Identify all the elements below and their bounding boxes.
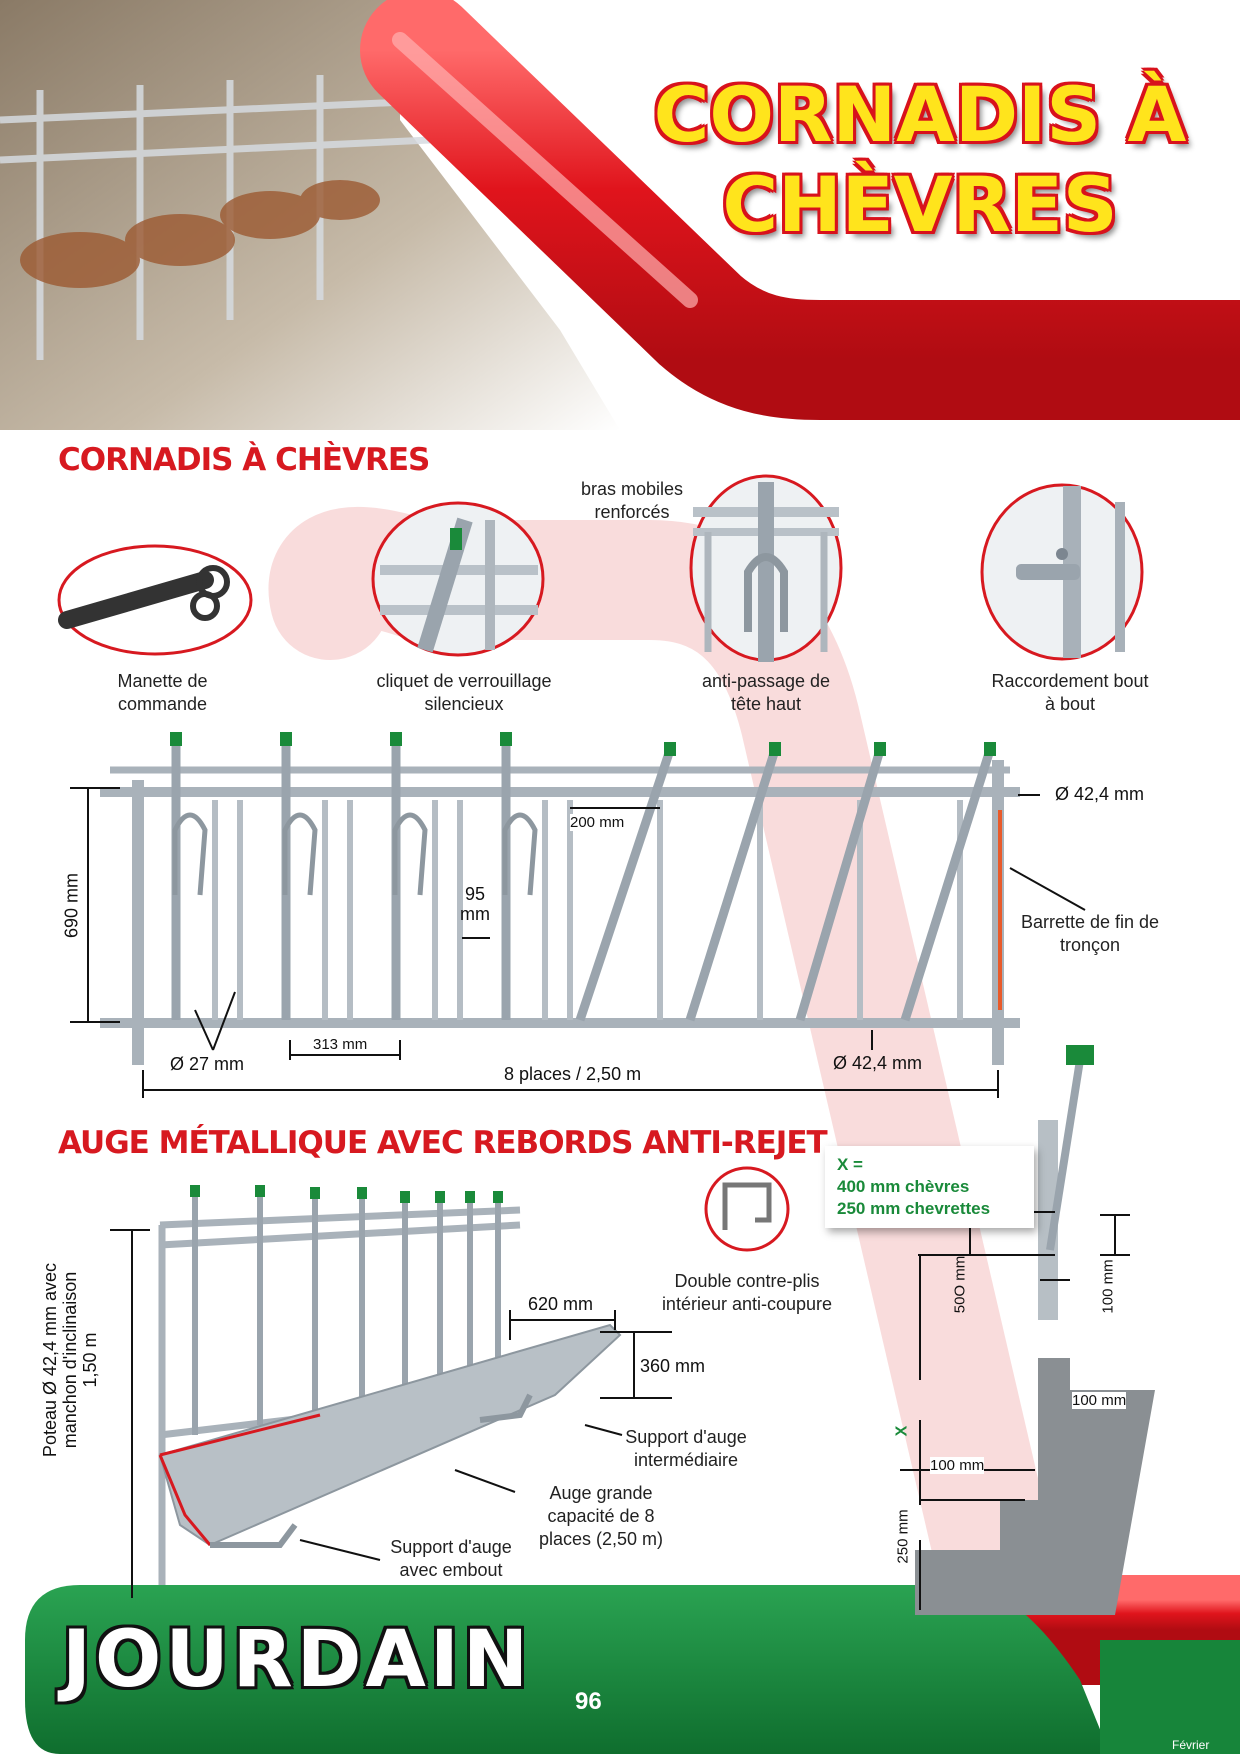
caption-anti-passage: anti-passage de tête haut (701, 671, 831, 714)
section-title-auge: AUGE MÉTALLIQUE AVEC REBORDS ANTI-REJET (58, 1125, 828, 1161)
dim-pitch-313: 313 mm (313, 1036, 368, 1053)
dim-top-tube: Ø 42,4 mm (1055, 784, 1145, 804)
section-title-cornadis: CORNADIS À CHÈVRES (58, 442, 430, 478)
locking-latch-icon (371, 501, 545, 657)
handle-lever-icon (57, 544, 253, 656)
trough-dimension-lines (110, 1229, 672, 1598)
caption-support-mid: Support d'auge intermédiaire (625, 1427, 747, 1470)
label-post: Poteau Ø 42,4 mm avec manchon d'inclinai… (40, 1230, 100, 1490)
title-line-1: CORNADIS À (653, 70, 1187, 159)
label-post-line1: Poteau Ø 42,4 mm avec (40, 1262, 60, 1458)
page-number: 96 (575, 1688, 602, 1715)
dim-spacing-200: 200 mm (570, 814, 625, 831)
caption-support-end: Support d'auge avec embout (390, 1537, 512, 1580)
installation-diagram (900, 1045, 1155, 1615)
x-label: X (893, 1425, 911, 1437)
caption-trough: Auge grande capacité de 8 places (2,50 m… (538, 1483, 664, 1549)
caption-double-fold: Double contre-plis intérieur anti-coupur… (661, 1271, 833, 1314)
edition-month: Février (1172, 1738, 1210, 1752)
head-barrier-icon (689, 474, 843, 662)
dim-width-620: 620 mm (528, 1294, 594, 1314)
label-end-bar: Barrette de fin de tronçon (1020, 912, 1160, 955)
dim-gap-unit: mm (460, 904, 490, 924)
dim-100-step: 100 mm (930, 1457, 985, 1474)
caption-raccordement: Raccordement bout à bout (991, 671, 1149, 714)
caption-manette: Manette de commande (117, 671, 208, 714)
dim-height-690: 690 mm (61, 872, 82, 939)
x-value-box: X = 400 mm chèvres 250 mm chevrettes (825, 1146, 1034, 1228)
dim-depth-360: 360 mm (640, 1356, 706, 1376)
note-bras-mobiles: bras mobiles renforcés (580, 479, 684, 522)
title-line-2: CHÈVRES (722, 160, 1118, 249)
dim-100-top: 100 mm (1072, 1392, 1127, 1409)
end-connection-icon (980, 483, 1144, 661)
caption-cliquet: cliquet de verrouillage silencieux (376, 671, 552, 714)
jourdain-logo: JOURDAIN (62, 1615, 533, 1705)
dim-bar-diameter: Ø 27 mm (170, 1054, 245, 1074)
dim-100-vertical: 100 mm (1099, 1259, 1117, 1314)
dim-gap-95: 95 mm (459, 884, 491, 924)
label-post-line2: manchon d'inclinaison (60, 1271, 80, 1449)
x-box-line2: 400 mm chèvres (837, 1177, 970, 1196)
label-post-line3: 1,50 m (80, 1332, 100, 1388)
dim-bottom-tube: Ø 42,4 mm (833, 1053, 923, 1073)
dim-500: 50O mm (951, 1255, 969, 1314)
dim-250: 250 mm (894, 1509, 912, 1564)
page-title: CORNADIS À CHÈVRES (640, 70, 1200, 250)
headlock-frame-drawing (70, 732, 1086, 1098)
trough-drawing (158, 1185, 622, 1585)
dim-gap-value: 95 (464, 884, 486, 904)
double-fold-icon (704, 1166, 790, 1252)
dim-length: 8 places / 2,50 m (500, 1064, 646, 1085)
x-box-line3: 250 mm chevrettes (837, 1199, 991, 1218)
x-box-line1: X = (837, 1155, 863, 1174)
